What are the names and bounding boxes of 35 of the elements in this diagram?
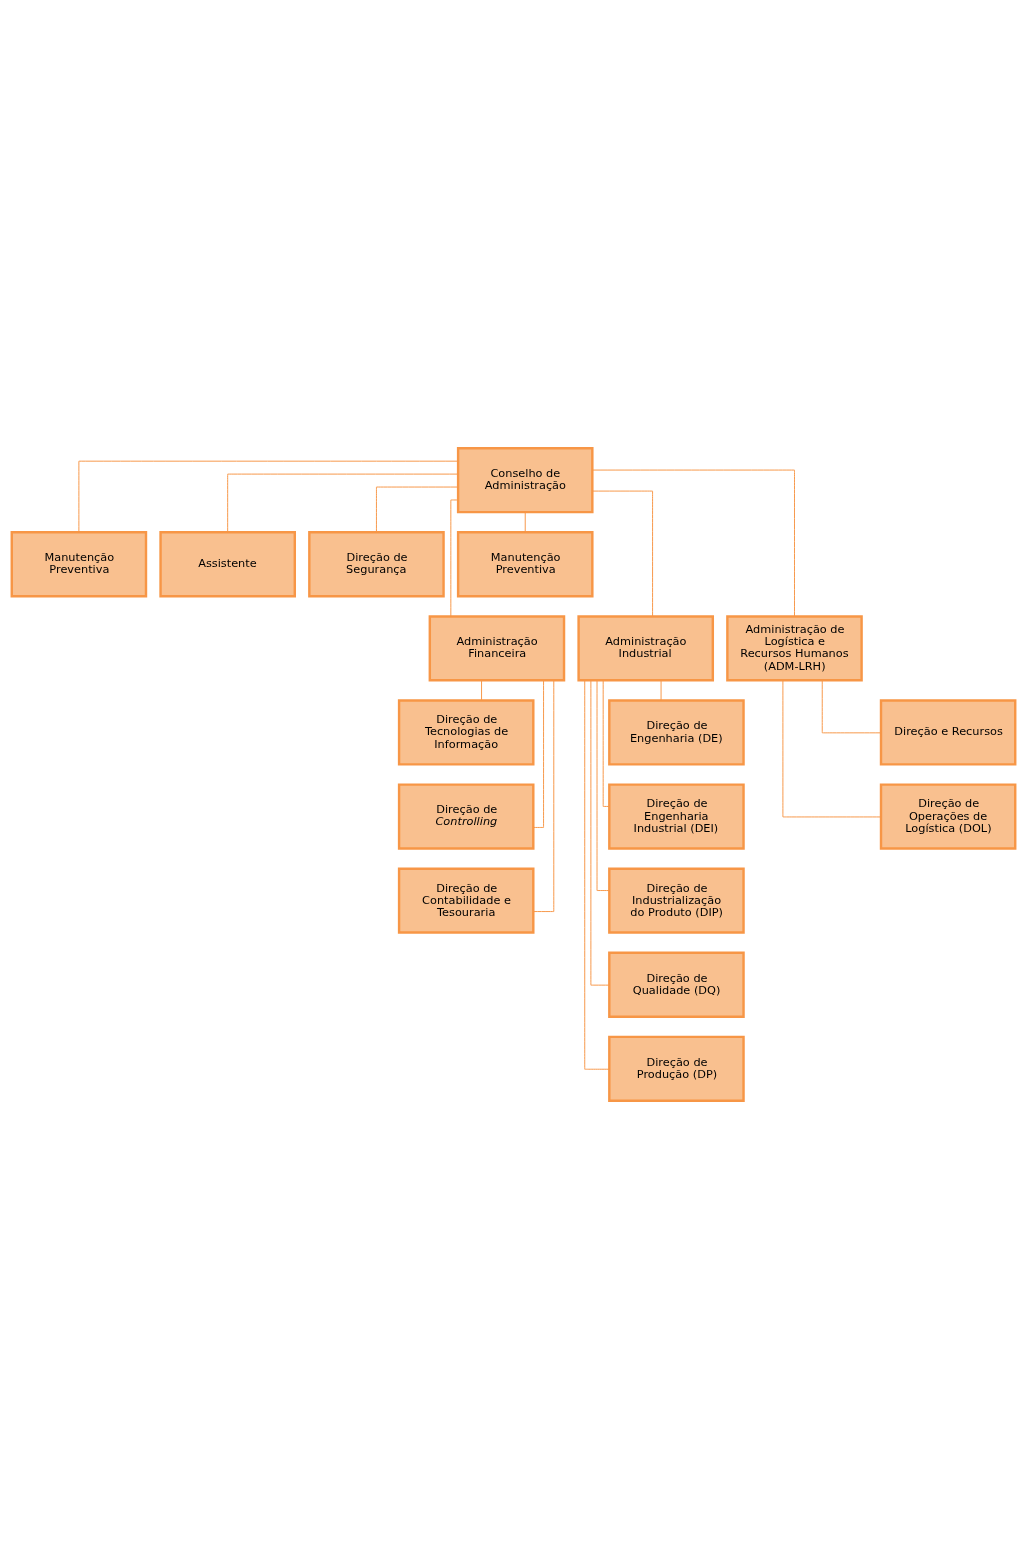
node-box: Direção de Contabilidade e Tesouraria (397, 867, 535, 934)
connector (481, 679, 483, 701)
node-box: Administração de Logística e Recursos Humanos (ADM-LRH) (726, 614, 863, 681)
node-box: Direção de Produção (DP) (608, 1035, 745, 1102)
connector (450, 499, 459, 617)
connector (532, 679, 545, 828)
node-box: Conselho de Administração (456, 446, 594, 513)
connector (533, 679, 555, 912)
connector (524, 511, 526, 533)
connector (227, 473, 459, 533)
node-box: Administração Industrial (577, 614, 715, 681)
node-box: Direção de Qualidade (DQ) (608, 951, 745, 1018)
node-box: Direção de Engenharia Industrial (DEI) (608, 782, 745, 850)
node-box: Assistente (159, 530, 296, 597)
node-box: Direção de Segurança (308, 530, 445, 597)
node-box: Direção de Engenharia (DE) (608, 698, 745, 766)
connector (821, 679, 882, 733)
node-box: Administração Financeira (428, 614, 566, 681)
connector (590, 679, 610, 986)
node-box: Direção de Controlling (397, 782, 535, 850)
connector (375, 486, 459, 533)
connector (78, 460, 459, 533)
connector (782, 679, 882, 817)
connector (660, 679, 662, 701)
connector (584, 679, 610, 1070)
connector (592, 490, 654, 617)
node-box: Direção e Recursos (879, 698, 1017, 766)
node-box: Manutenção Preventiva (10, 530, 148, 597)
connector (596, 679, 610, 891)
connector (602, 679, 610, 807)
node-box: Direção de Operações de Logística (DOL) (879, 782, 1017, 850)
node-box: Direção de Tecnologias de Informação (397, 698, 535, 766)
node-box: Direção de Industrialização do Produto (DIP) (608, 867, 745, 934)
connector (592, 469, 795, 617)
node-box: Manutenção Preventiva (456, 530, 594, 597)
